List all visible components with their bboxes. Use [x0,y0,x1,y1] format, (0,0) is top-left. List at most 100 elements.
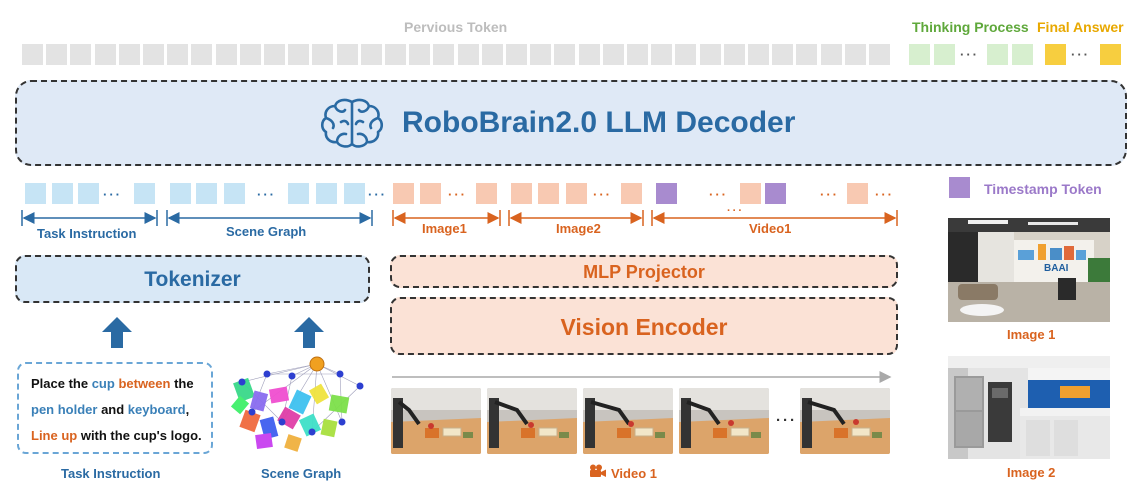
vision-token [420,183,441,204]
previous-token [820,44,842,65]
video-brace-ellipsis: ··· [727,205,744,217]
vision-token [393,183,414,204]
previous-token [651,44,673,65]
vision-token [538,183,559,204]
previous-token [796,44,818,65]
previous-token [578,44,600,65]
thinking-token [909,44,930,65]
previous-token [433,44,455,65]
vision-encoder-label: Vision Encoder [560,314,728,340]
video-frame [800,388,890,454]
task-token-ellipsis: ··· [103,187,122,202]
thinking-token [987,44,1008,65]
scene-graph-illustration [230,356,364,452]
video-frame [487,388,577,454]
answer-ellipsis: ··· [1071,47,1090,62]
mlp-projector-box: MLP Projector [390,255,898,288]
thinking-token [1012,44,1033,65]
previous-token [215,44,237,65]
video-frame [391,388,481,454]
previous-token [602,44,624,65]
thinking-process-label: Thinking Process [912,19,1029,35]
image2-range-label: Image2 [556,221,601,236]
video1-range-label: Video1 [749,221,792,236]
text-token [196,183,217,204]
answer-token [1045,44,1066,65]
previous-token [748,44,769,65]
image2-token-ellipsis: ··· [593,187,612,202]
tokenizer-label: Tokenizer [144,268,241,291]
previous-token [699,44,721,65]
video-token-ellipsis: ··· [709,187,728,202]
previous-token [554,44,576,65]
prompt-line-3: Line up with the cup's logo. [31,428,202,443]
previous-token [457,44,479,65]
decoder-title: RoboBrain2.0 LLM Decoder [402,106,796,139]
task-instruction-caption: Task Instruction [61,466,161,481]
previous-token [723,44,745,65]
previous-token [506,44,527,65]
timestamp-token [765,183,786,204]
previous-token [191,44,213,65]
mlp-projector-label: MLP Projector [583,262,705,282]
text-token [78,183,99,204]
image1-photo: BAAI [948,218,1110,322]
previous-token [143,44,164,65]
image1-range-label: Image1 [422,221,467,236]
video-token-ellipsis-2: ··· [820,187,839,202]
text-token [224,183,245,204]
previous-token [409,44,431,65]
previous-token [869,44,890,65]
task-instruction-range-label: Task Instruction [37,226,137,241]
previous-token [167,44,189,65]
previous-token [530,44,552,65]
timestamp-token [656,183,677,204]
previous-token [844,44,866,65]
video-camera-icon [590,464,606,477]
vision-token [847,183,868,204]
video-frames-ellipsis: ··· [776,412,797,429]
previous-token [312,44,334,65]
brain-icon [320,98,384,148]
image2-photo [948,356,1110,459]
text-token [316,183,337,204]
vision-token [740,183,761,204]
previous-token [360,44,382,65]
previous-token [70,44,92,65]
answer-token [1100,44,1121,65]
task-instruction-prompt: Place the cup between the pen holder and… [17,362,213,454]
vision-encoder-box: Vision Encoder [390,297,898,355]
previous-token-label: Pervious Token [404,19,508,35]
image1-token-ellipsis: ··· [448,187,467,202]
final-answer-label: Final Answer [1037,19,1124,35]
previous-token [481,44,503,65]
text-token [288,183,309,204]
scene-token-ellipsis: ··· [257,187,276,202]
tokenizer-box: Tokenizer [15,255,370,303]
previous-token [22,44,43,65]
previous-token [385,44,406,65]
image2-caption: Image 2 [1007,465,1056,480]
timestamp-token-label: Timestamp Token [984,181,1102,197]
prompt-line-2: pen holder and keyboard, [31,402,190,417]
previous-token [336,44,358,65]
previous-token [94,44,116,65]
previous-token [772,44,794,65]
text-token [170,183,191,204]
llm-decoder-box: RoboBrain2.0 LLM Decoder [15,80,1127,166]
vision-token [621,183,642,204]
previous-token [118,44,140,65]
video-frame [679,388,769,454]
previous-token [627,44,648,65]
video-frame [583,388,673,454]
previous-token [675,44,697,65]
text-token [344,183,365,204]
previous-token [239,44,261,65]
timestamp-legend-swatch [949,177,970,198]
vision-token [566,183,587,204]
text-token [25,183,46,204]
text-token [52,183,73,204]
image1-caption: Image 1 [1007,327,1056,342]
vision-token [511,183,532,204]
previous-token [264,44,285,65]
